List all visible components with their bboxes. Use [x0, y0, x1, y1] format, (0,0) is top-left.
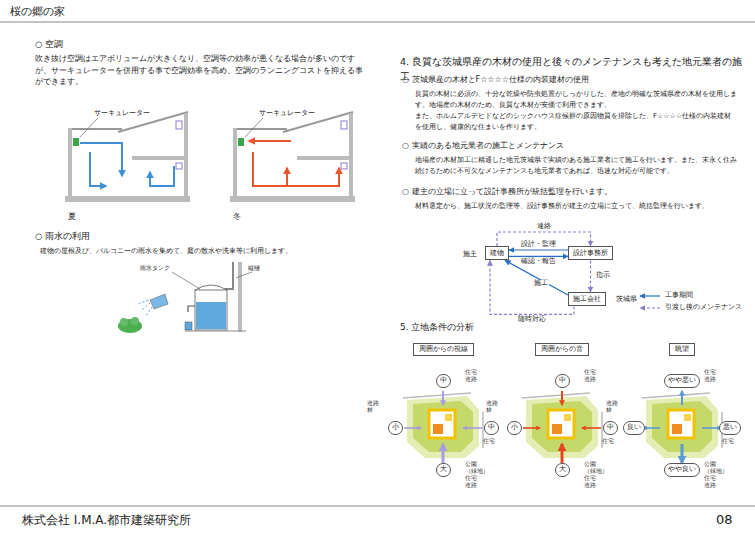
- rating-circle: 小: [507, 421, 522, 434]
- site-label: 住宅: [722, 438, 734, 445]
- connector-label: 確認・報告: [520, 258, 557, 266]
- legend-sample: [640, 307, 660, 308]
- paragraph: 吹き抜け空調はエアボリュームが大きくなり、空調等の効率が悪くなる場合が多いのです…: [35, 53, 370, 88]
- connector: [509, 256, 568, 257]
- callout-label: サーキュレーター: [259, 108, 315, 118]
- org-box: 設計事務所: [568, 246, 613, 260]
- rating-circle: 中: [555, 374, 570, 387]
- section-heading: ○ 雨水の利用: [35, 230, 90, 243]
- paragraph: また、ホルムアルデヒドなどのシックハウス症候群の原因物質を排除した、F☆☆☆☆仕…: [415, 111, 737, 133]
- rating-circle: 大: [555, 463, 570, 476]
- panel-header: 周囲からの視線: [413, 343, 474, 356]
- section-heading: 5. 立地条件の分析: [400, 321, 474, 335]
- season-label: 冬: [233, 211, 241, 223]
- site-label: 住宅 道路: [584, 369, 596, 383]
- site-label: 住宅: [483, 438, 495, 445]
- node-text: 眺望: [675, 345, 689, 354]
- connector-label: 設計・監理: [520, 241, 557, 249]
- node-text: 悪い: [723, 423, 737, 432]
- site-label: 住宅: [602, 438, 614, 445]
- node-text: 施工会社: [573, 295, 601, 303]
- node-text: 設計事務所: [573, 249, 608, 257]
- sub-heading: ○ 茨城県産の木材とF☆☆☆☆仕様の内装建材の使用: [402, 74, 742, 86]
- company-name: 株式会社 I.M.A.都市建築研究所: [22, 511, 191, 530]
- node-text: 周囲からの音: [541, 345, 583, 354]
- site-map: [403, 391, 483, 463]
- node-text: 建物: [490, 249, 504, 257]
- paragraph: 良質の木材に必須の、十分な乾燥や防虫処置がしっかりした、産地の明確な茨城県産の木…: [415, 89, 737, 111]
- node-text: 小: [392, 423, 399, 432]
- legend-text: 工事期間: [665, 292, 693, 300]
- panel-header: 周囲からの音: [535, 343, 589, 356]
- site-label: 公園（緑地） 住宅 道路: [704, 461, 728, 489]
- site-label: 道路 林: [486, 400, 498, 414]
- season-label: 夏: [68, 211, 76, 223]
- rating-circle: やや良い: [664, 463, 700, 476]
- site-label: 道路 林: [606, 400, 618, 414]
- site-label: 道路 林: [367, 400, 379, 414]
- node-text: 小: [511, 423, 518, 432]
- node-text: やや悪い: [668, 376, 696, 385]
- summer-section: [65, 112, 190, 202]
- node-text: やや良い: [668, 465, 696, 474]
- connector: [590, 260, 591, 292]
- rating-circle: 中: [484, 421, 499, 434]
- node-text: 中: [559, 376, 566, 385]
- connector: [490, 260, 574, 314]
- node-text: 良い: [627, 423, 641, 432]
- rating-circle: 中: [603, 421, 618, 434]
- paragraph: 地場産の木材加工に精通した地元茨城県で実績のある施工業者にて施工を行います。また…: [415, 155, 737, 177]
- paragraph: 建物の屋根及び、バルコニーの雨水を集めて、庭の散水や洗車等に利用します。: [40, 246, 360, 257]
- footer-rule: [0, 506, 755, 507]
- connector-label: 随時対応: [517, 316, 547, 324]
- sub-heading: ○ 建主の立場に立って設計事務所が統括監理を行います。: [402, 186, 742, 198]
- rating-circle: 小: [388, 421, 403, 434]
- rating-circle: やや悪い: [664, 374, 700, 387]
- section-heading: ○ 空調: [35, 38, 63, 51]
- node-text: 周囲からの視線: [419, 345, 468, 354]
- callout-label: 縦樋: [248, 263, 260, 272]
- role-label: 施主: [463, 249, 477, 259]
- node-text: 中: [488, 423, 495, 432]
- rating-circle: 良い: [623, 421, 645, 434]
- site-label: 公園（緑地） 住宅 道路: [584, 461, 608, 489]
- site-map: [522, 391, 602, 463]
- org-box: 建物: [485, 246, 509, 260]
- site-map: [642, 391, 722, 463]
- connector-label: 指示: [595, 272, 611, 280]
- page-number: 08: [716, 510, 733, 530]
- org-box: 施工会社: [568, 292, 606, 306]
- site-label: 公園（緑地） 住宅 道路: [465, 461, 489, 489]
- header-rule: [0, 22, 755, 23]
- node-text: 中: [440, 376, 447, 385]
- legend-text: 引渡し後のメンテナンス: [665, 304, 742, 312]
- node-text: 大: [559, 465, 566, 474]
- callout-label: サーキュレーター: [94, 108, 150, 118]
- page-title: 桜の郷の家: [10, 5, 65, 18]
- connector: [509, 249, 568, 250]
- callout-label: 雨水タンク: [140, 263, 170, 272]
- place-label: 茨城県: [616, 294, 637, 304]
- site-label: 住宅 道路: [465, 369, 477, 383]
- site-maps: [403, 391, 722, 463]
- rainwater-illustration: [118, 262, 252, 333]
- node-text: 中: [607, 423, 614, 432]
- sub-heading: ○ 実績のある地元業者の施工とメンテナンス: [402, 140, 742, 152]
- winter-section: [230, 112, 355, 202]
- connector-label: 連絡: [536, 223, 552, 231]
- rating-circle: 大: [436, 463, 451, 476]
- rating-circle: 悪い: [719, 421, 741, 434]
- connector-label: 施工: [533, 280, 549, 288]
- rating-circle: 中: [436, 374, 451, 387]
- paragraph: 材料選定から、施工状況の監理等、設計事務所が建主の立場に立って、統括監理を行いま…: [415, 201, 737, 212]
- legend-sample: [640, 295, 660, 296]
- node-text: 大: [440, 465, 447, 474]
- site-label: 住宅 道路: [704, 369, 716, 383]
- panel-header: 眺望: [669, 343, 695, 356]
